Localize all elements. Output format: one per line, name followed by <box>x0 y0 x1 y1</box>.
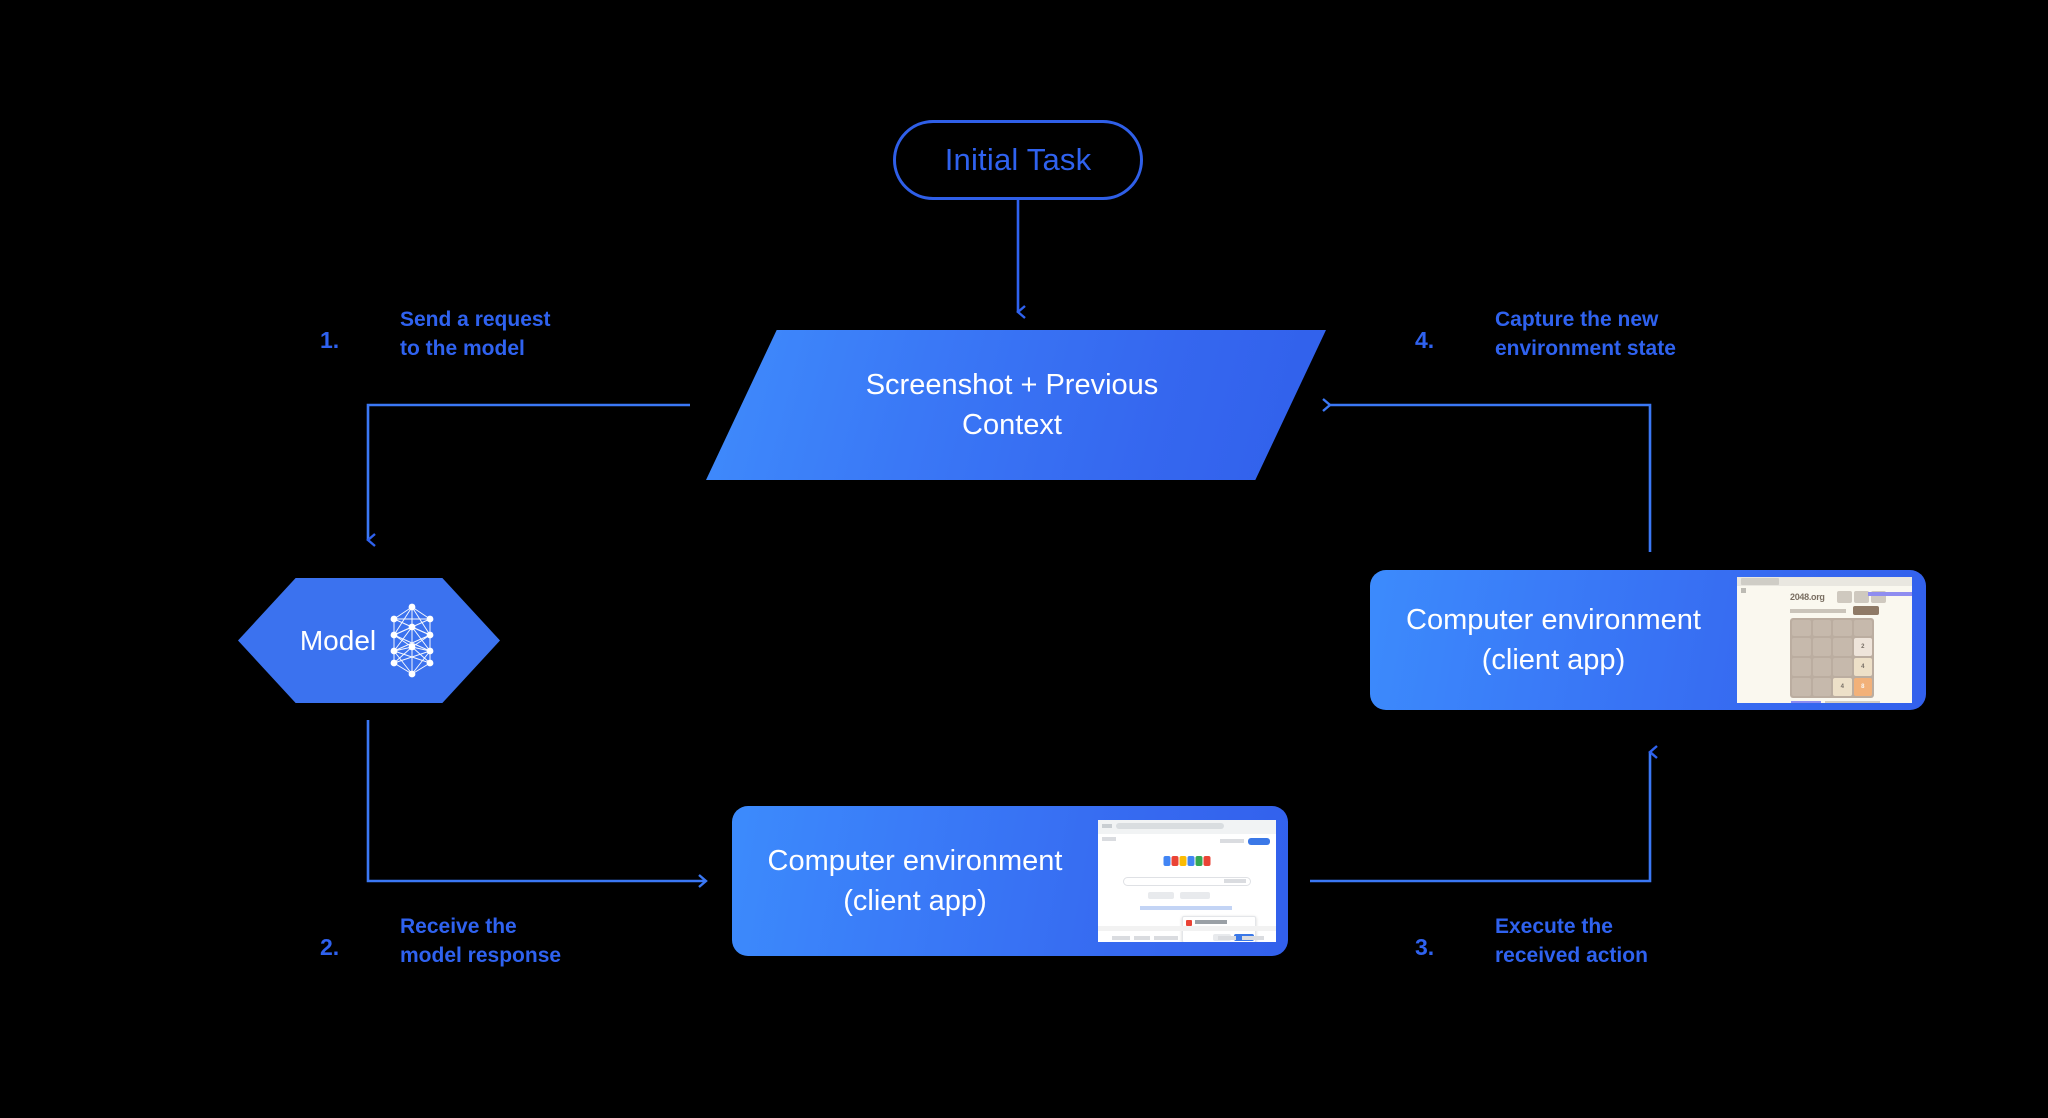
page-top-left-links <box>1102 837 1116 841</box>
google-thumbnail <box>1098 820 1276 942</box>
score-box-1 <box>1837 591 1852 603</box>
step-label-1: 1. Send a request to the model <box>320 305 650 375</box>
computer-environment-bottom-node: Computer environment (client app) <box>732 806 1288 956</box>
footer-link <box>1242 936 1264 940</box>
footer-text <box>1825 701 1880 703</box>
env-bottom-line-1: Computer environment <box>767 845 1063 877</box>
game-site-label: 2048.org <box>1790 592 1825 602</box>
neural-network-icon <box>390 603 434 677</box>
step-1-text: Send a request to the model <box>400 308 551 360</box>
footer-link <box>1112 936 1130 940</box>
step-label-2: 2. Receive the model response <box>320 912 660 982</box>
dialog-icon <box>1186 920 1192 926</box>
footer-link <box>1134 936 1150 940</box>
browser-tab <box>1741 578 1779 585</box>
tile-value: 4 <box>1840 684 1844 690</box>
footer-link <box>1791 701 1821 703</box>
grid-cell-tile: 2 <box>1853 638 1872 656</box>
footer-link <box>1154 936 1178 940</box>
google-search-box <box>1123 877 1251 886</box>
grid-cell <box>1792 678 1811 696</box>
browser-window-bar <box>1737 577 1912 586</box>
grid-cell <box>1812 678 1831 696</box>
browser-nav-buttons <box>1102 824 1112 828</box>
step-4-number: 4. <box>1415 327 1435 353</box>
arrow-model-to-env-bottom <box>366 720 708 888</box>
grid-cell <box>1812 658 1831 676</box>
page-top-right-links <box>1220 839 1244 843</box>
grid-cell <box>1833 620 1852 636</box>
arrow-context-to-model <box>366 403 690 547</box>
step-2-text: Receive the model response <box>400 915 562 967</box>
step-label-4: 4. Capture the new environment state <box>1415 305 1755 375</box>
google-logo-icon <box>1163 856 1211 866</box>
step-4-text: Capture the new environment state <box>1495 308 1676 360</box>
search-box-icons <box>1224 879 1246 883</box>
browser-address-bar <box>1116 823 1224 829</box>
env-bottom-line-2: (client app) <box>843 885 987 917</box>
arrow-env-bottom-to-env-right <box>1310 745 1658 883</box>
context-line-1: Screenshot + Previous <box>865 369 1159 401</box>
step-1-number: 1. <box>320 327 340 353</box>
step-3-text: Execute the received action <box>1495 915 1648 967</box>
grid-cell <box>1812 638 1831 656</box>
screenshot-context-node: Screenshot + Previous Context <box>706 330 1326 480</box>
score-box-2 <box>1854 591 1869 603</box>
env-right-line-1: Computer environment <box>1406 604 1701 636</box>
new-game-button <box>1853 606 1879 615</box>
dialog-title <box>1195 920 1227 924</box>
sign-in-button <box>1248 838 1270 845</box>
arrow-env-right-to-context <box>1322 398 1652 552</box>
game-subtitle <box>1790 609 1846 613</box>
context-line-2: Context <box>962 409 1062 441</box>
hexagon-shape <box>238 578 500 703</box>
parallelogram-shape <box>706 330 1326 480</box>
grid-cell <box>1853 620 1872 636</box>
env-right-line-2: (client app) <box>1481 644 1626 676</box>
grid-cell-tile: 4 <box>1853 658 1872 676</box>
footer-link <box>1218 936 1236 940</box>
initial-task-label: Initial Task <box>944 142 1092 177</box>
grid-cell <box>1833 658 1852 676</box>
grid-cell-tile: 8 <box>1853 678 1872 696</box>
step-3-number: 3. <box>1415 934 1435 960</box>
initial-task-node: Initial Task <box>893 120 1143 200</box>
step-2-number: 2. <box>320 934 340 960</box>
tile-value: 8 <box>1861 684 1865 690</box>
grid-cell-tile: 4 <box>1833 678 1852 696</box>
env-bottom-text: Computer environment (client app) <box>732 841 1098 921</box>
game-grid: 2 4 4 8 <box>1790 618 1874 698</box>
grid-cell <box>1812 620 1831 636</box>
grid-cell <box>1792 638 1811 656</box>
grid-cell <box>1833 638 1852 656</box>
env-right-text: Computer environment (client app) <box>1370 600 1737 680</box>
google-search-button <box>1148 892 1174 899</box>
computer-environment-right-node: Computer environment (client app) 2048.o… <box>1370 570 1926 710</box>
model-label: Model <box>299 624 377 656</box>
model-node: Model <box>238 578 500 703</box>
screenshot-context-text: Screenshot + Previous Context <box>706 330 1326 480</box>
browser-url-bar <box>1741 588 1746 593</box>
grid-cell <box>1792 658 1811 676</box>
page-footer-bar <box>1098 926 1276 931</box>
feeling-lucky-button <box>1180 892 1210 899</box>
step-label-3: 3. Execute the received action <box>1415 912 1755 982</box>
tile-value: 2 <box>1861 644 1865 650</box>
language-links <box>1140 906 1232 910</box>
header-links <box>1868 592 1912 596</box>
grid-cell <box>1792 620 1811 636</box>
2048-thumbnail: 2048.org 2 <box>1737 577 1912 703</box>
tile-value: 4 <box>1861 664 1865 670</box>
